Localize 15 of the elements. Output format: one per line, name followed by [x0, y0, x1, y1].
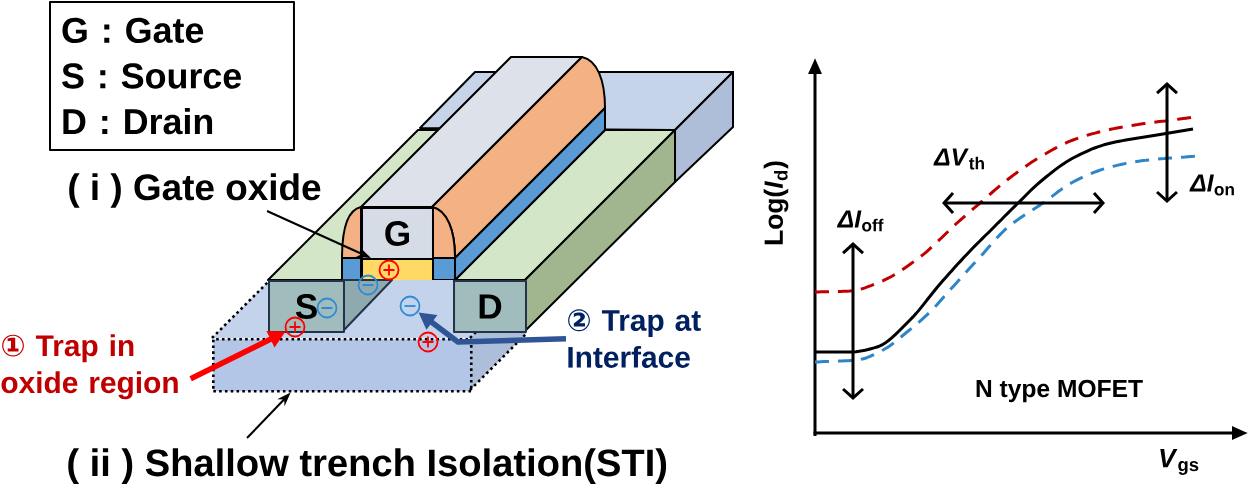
- delta-label: ΔI$_{off}$: [836, 210, 884, 232]
- drain-region: D: [453, 280, 527, 333]
- negative-charge-icon: [399, 295, 421, 317]
- chart-note: N type MOFET: [976, 379, 1143, 403]
- callout-label: ② Trap at Interface: [568, 309, 701, 368]
- callout-label: ( i ) Gate oxide: [69, 173, 321, 208]
- axis-label: V$_{gs}$: [1160, 449, 1199, 475]
- source-region: S: [268, 280, 345, 333]
- axis-label: Log(I$_{d}$): [763, 161, 789, 245]
- gate-block: G: [361, 207, 434, 260]
- key-box: G : Gate S : Source D : Drain: [49, 1, 295, 151]
- delta-label: ΔI$_{on}$: [1189, 174, 1234, 196]
- callout-label: ( ii ) Shallow trench Isolation(STI): [68, 448, 667, 484]
- callout-label: ① Trap in oxide region: [1, 334, 178, 400]
- delta-label: ΔV$_{th}$: [933, 148, 984, 170]
